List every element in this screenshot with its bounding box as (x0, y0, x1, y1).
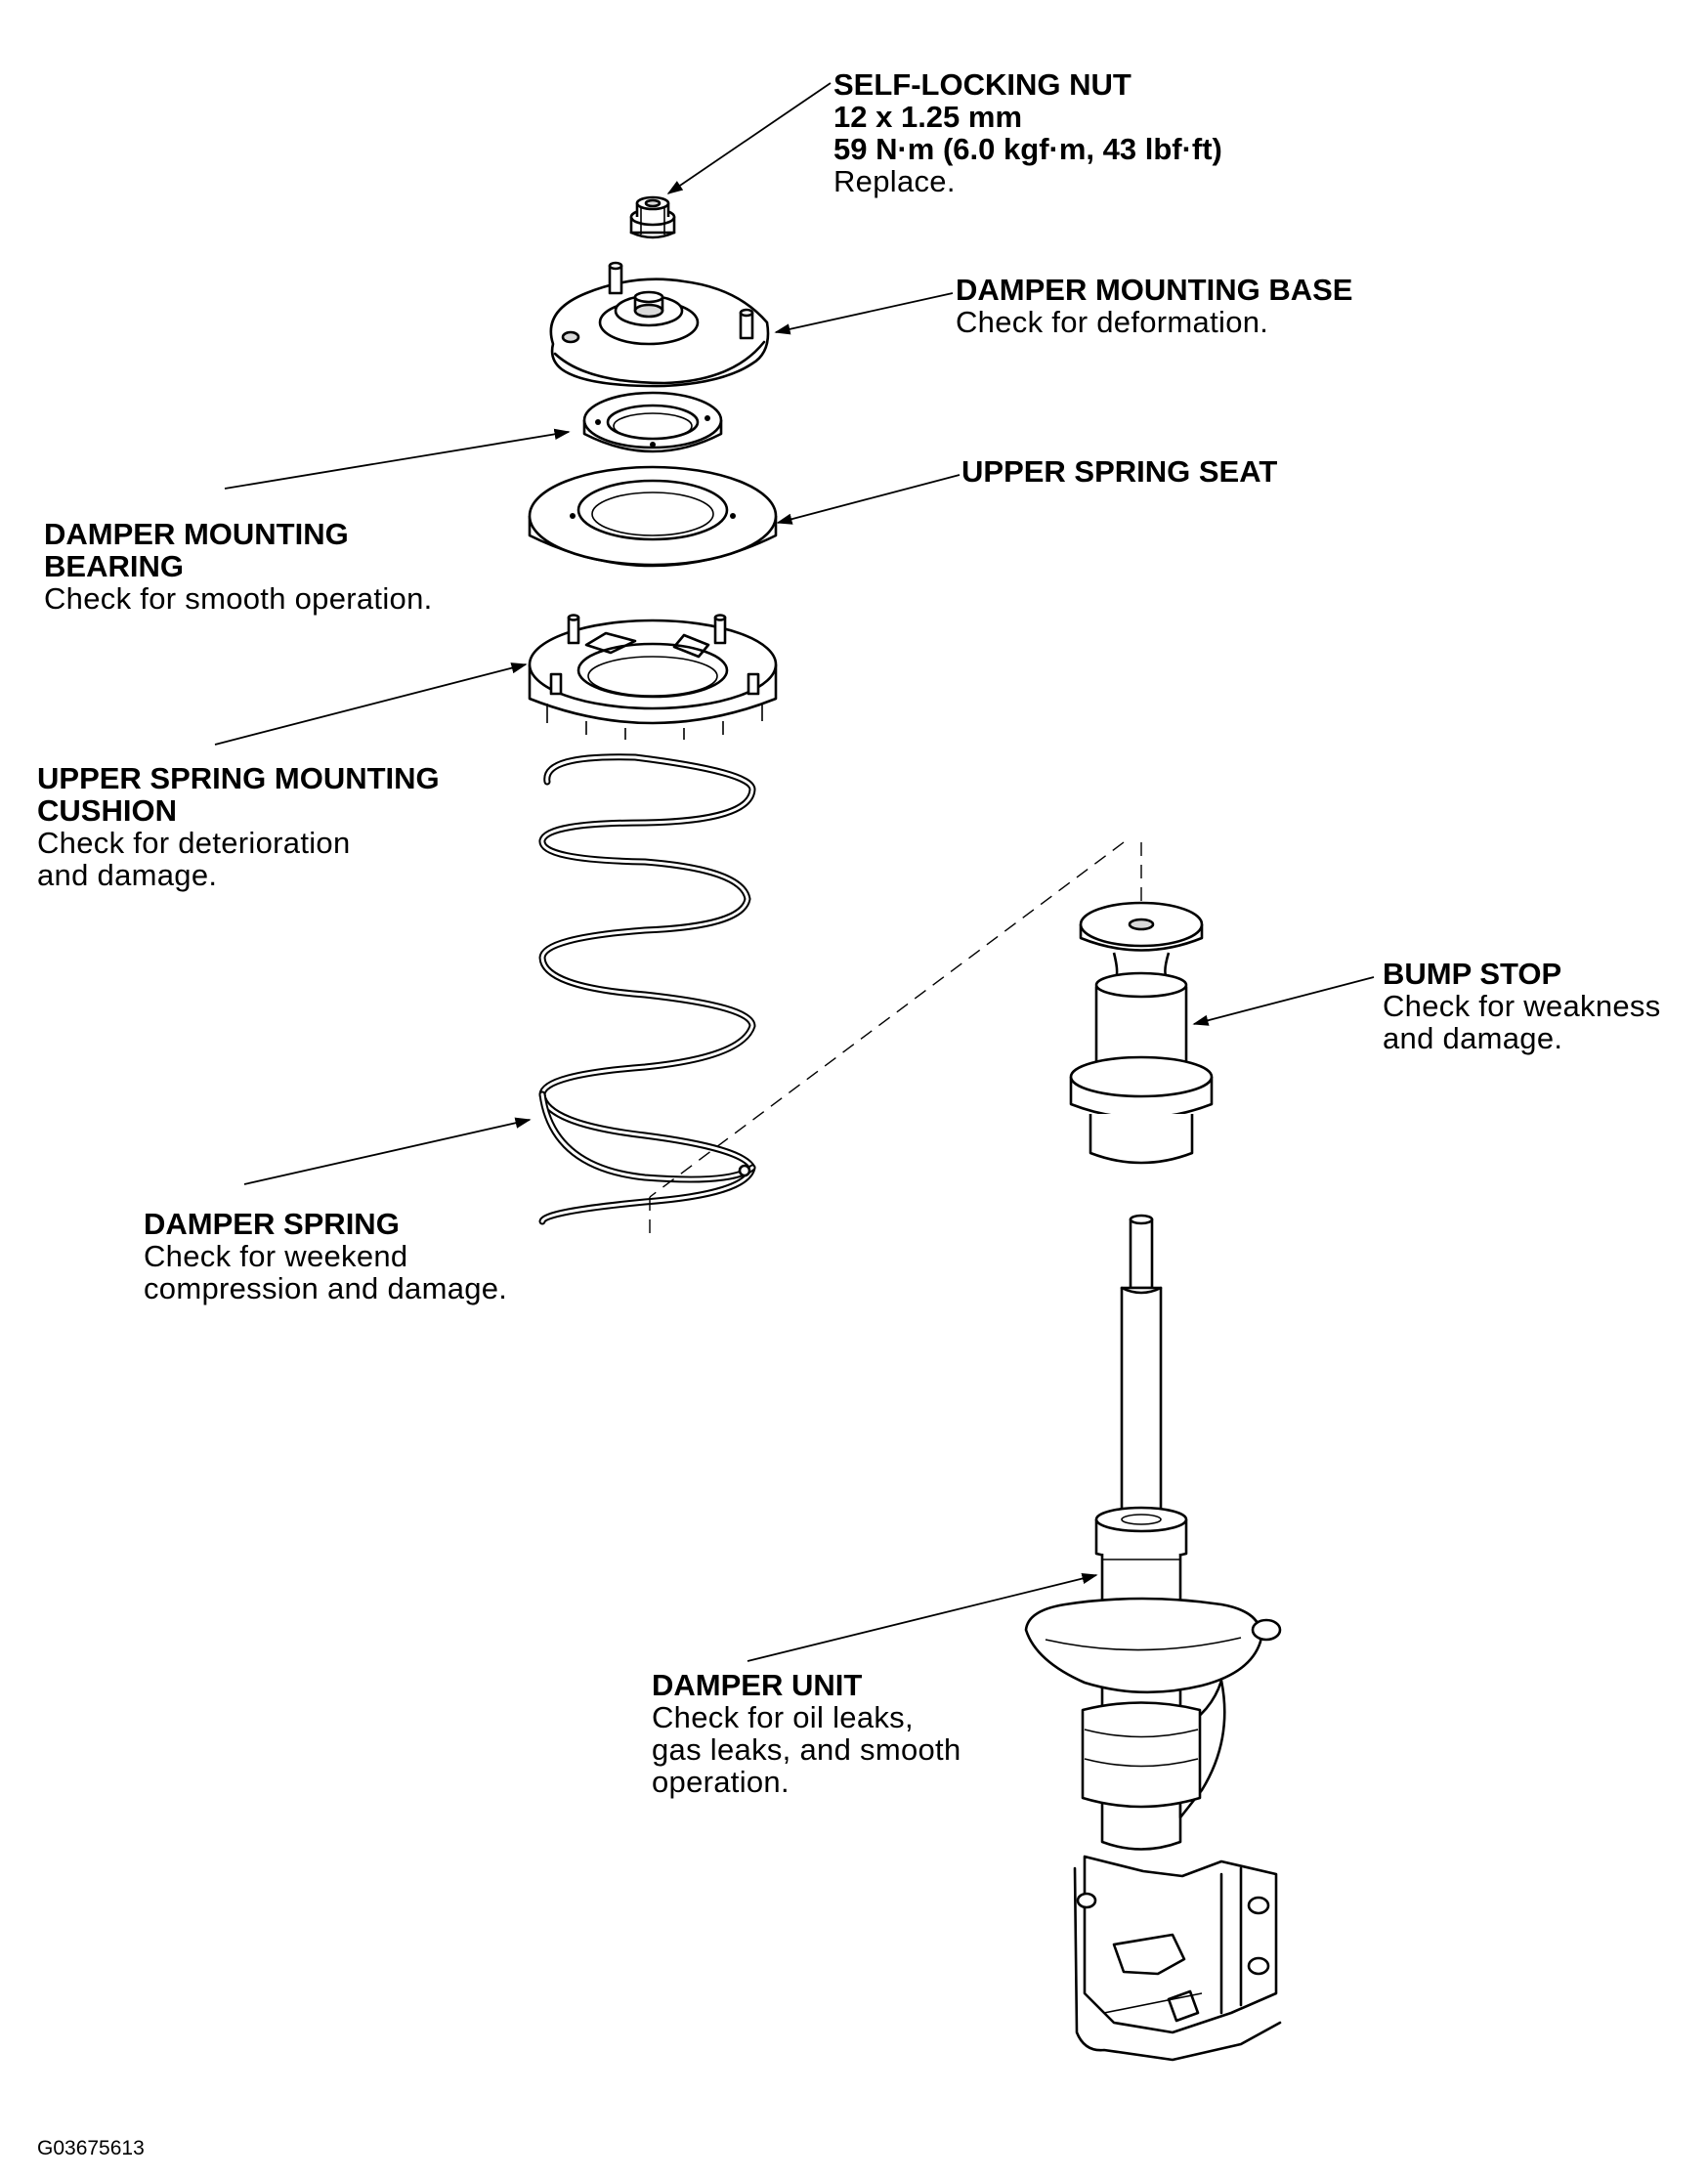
damper-unit-title: DAMPER UNIT (652, 1668, 863, 1702)
bump-stop-note-2: and damage. (1383, 1021, 1563, 1055)
damper-unit-note-1: Check for oil leaks, (652, 1700, 914, 1734)
upper-spring-mounting-cushion-title-1: UPPER SPRING MOUNTING (37, 761, 440, 795)
damper-mounting-bearing-label: DAMPER MOUNTING BEARING Check for smooth… (44, 518, 433, 615)
leader-lines (214, 82, 1375, 1662)
bump-stop-title: BUMP STOP (1383, 957, 1562, 991)
upper-spring-mounting-cushion-note-1: Check for deterioration (37, 826, 351, 860)
self-locking-nut-part (629, 195, 676, 239)
upper-spring-seat-title: UPPER SPRING SEAT (961, 454, 1278, 489)
damper-unit-note-2: gas leaks, and smooth (652, 1732, 961, 1767)
upper-spring-seat-part (528, 465, 778, 568)
bump-stop-label: BUMP STOP Check for weakness and damage. (1383, 958, 1661, 1054)
damper-mounting-base-title: DAMPER MOUNTING BASE (956, 273, 1353, 307)
damper-mounting-bearing-title-1: DAMPER MOUNTING (44, 517, 349, 551)
upper-spring-mounting-cushion-note-2: and damage. (37, 858, 218, 892)
damper-mounting-base-note: Check for deformation. (956, 305, 1269, 339)
figure-id: G03675613 (37, 2137, 145, 2159)
upper-spring-mounting-cushion-label: UPPER SPRING MOUNTING CUSHION Check for … (37, 762, 440, 891)
damper-spring-title: DAMPER SPRING (144, 1207, 400, 1241)
self-locking-nut-note: Replace. (833, 164, 956, 198)
damper-spring-part (538, 753, 756, 1225)
damper-spring-note-1: Check for weekend (144, 1239, 408, 1273)
damper-mounting-base-label: DAMPER MOUNTING BASE Check for deformati… (956, 274, 1352, 338)
damper-spring-label: DAMPER SPRING Check for weekend compress… (144, 1208, 507, 1304)
bump-stop-note-1: Check for weakness (1383, 989, 1661, 1023)
upper-spring-seat-label: UPPER SPRING SEAT (961, 455, 1277, 488)
damper-unit-part (1024, 1214, 1282, 2062)
bump-stop-part (1069, 901, 1214, 1165)
self-locking-nut-torque: 59 N·m (6.0 kgf·m, 43 lbf·ft) (833, 132, 1222, 166)
upper-spring-mounting-cushion-part (528, 614, 778, 740)
damper-mounting-bearing-title-2: BEARING (44, 549, 184, 583)
damper-mounting-bearing-note: Check for smooth operation. (44, 581, 433, 616)
self-locking-nut-size: 12 x 1.25 mm (833, 100, 1023, 134)
damper-spring-note-2: compression and damage. (144, 1271, 508, 1305)
upper-spring-mounting-cushion-title-2: CUSHION (37, 793, 177, 828)
self-locking-nut-label: SELF-LOCKING NUT 12 x 1.25 mm 59 N·m (6.… (833, 68, 1222, 197)
damper-mounting-base-part (549, 261, 770, 388)
damper-mounting-bearing-part (582, 391, 723, 453)
damper-unit-note-3: operation. (652, 1765, 790, 1799)
self-locking-nut-title: SELF-LOCKING NUT (833, 67, 1132, 102)
damper-unit-label: DAMPER UNIT Check for oil leaks, gas lea… (652, 1669, 961, 1798)
